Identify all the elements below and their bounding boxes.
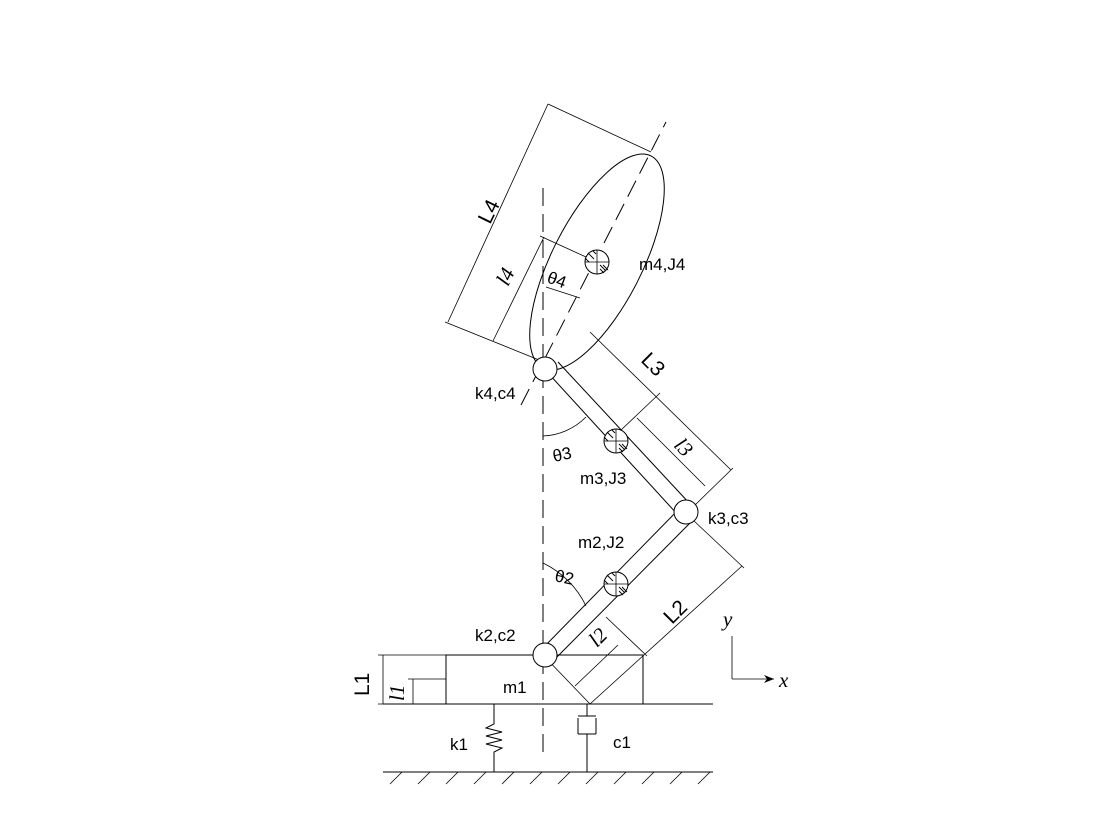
coordinate-axes: [731, 636, 774, 683]
label-k4c4: k4,c4: [475, 384, 516, 403]
label-L2: L2: [659, 596, 692, 629]
label-l4: l4: [491, 264, 520, 290]
dimension-L1-l1: [378, 654, 446, 705]
damper-c1: [577, 704, 597, 772]
label-l3: l3: [669, 433, 698, 461]
label-L3: L3: [636, 348, 669, 381]
joint-k4: [532, 356, 558, 382]
label-axis-y: y: [721, 607, 733, 631]
dimension-L3-l3: [589, 331, 734, 508]
label-m3J3: m3,J3: [580, 469, 626, 488]
label-theta4: θ4: [545, 268, 569, 292]
center-of-mass-m2: [603, 571, 629, 597]
center-of-mass-m4: [584, 249, 610, 275]
label-k2c2: k2,c2: [475, 626, 516, 645]
spring-k1: [484, 704, 504, 772]
joint-k2: [532, 642, 558, 668]
label-theta2: θ2: [553, 566, 575, 589]
label-l2: l2: [584, 623, 613, 652]
label-k1: k1: [450, 735, 468, 754]
dimension-L4-l4: [444, 103, 652, 363]
label-axis-x: x: [778, 668, 789, 692]
label-theta3: θ3: [551, 443, 573, 466]
label-m2J2: m2,J2: [578, 533, 624, 552]
ground: [383, 771, 713, 785]
label-L1: L1: [351, 673, 374, 696]
angle-arcs: [542, 416, 587, 607]
center-of-mass-m3: [603, 428, 629, 454]
label-m4J4: m4,J4: [639, 255, 685, 274]
joint-k3: [673, 499, 699, 525]
label-l1: l1: [385, 685, 409, 701]
label-L4: L4: [474, 196, 505, 227]
label-c1: c1: [613, 733, 631, 752]
label-m1: m1: [503, 678, 527, 697]
label-k3c3: k3,c3: [708, 509, 749, 528]
